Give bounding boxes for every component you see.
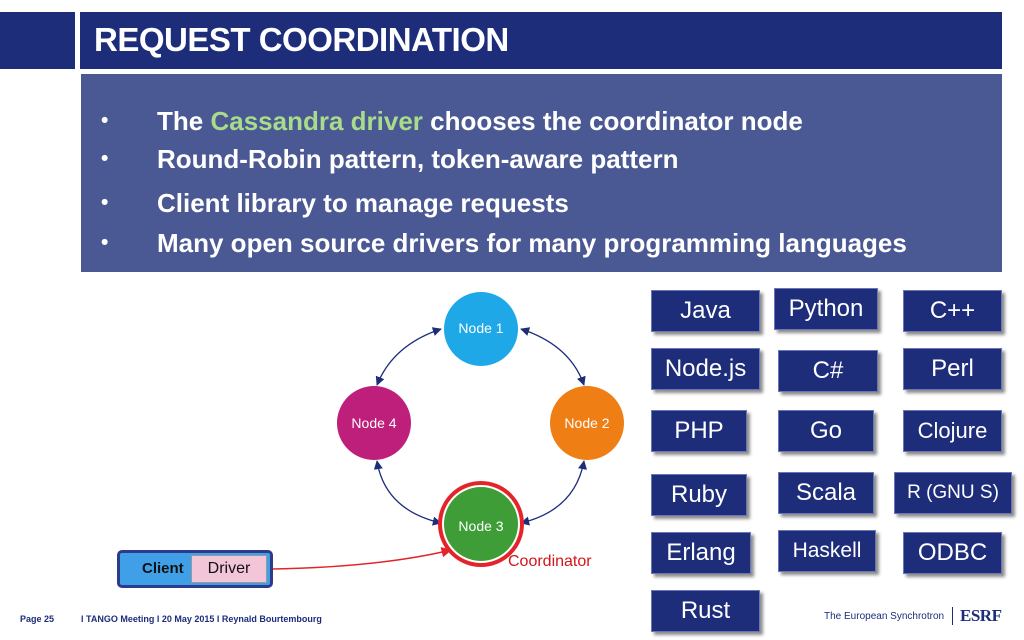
- lang-box-perl: Perl: [903, 348, 1002, 390]
- node-1-label: Node 1: [458, 320, 503, 336]
- slide-title: REQUEST COORDINATION: [94, 21, 509, 58]
- esrf-logo: ESRF: [960, 606, 1002, 625]
- bullet-item: • Round-Robin pattern, token-aware patte…: [81, 139, 1002, 179]
- footer-page-number: Page 25: [20, 614, 55, 624]
- lang-box-rust: Rust: [651, 590, 760, 632]
- lang-box-csharp: C#: [778, 350, 878, 392]
- node-4-circle: [337, 386, 411, 460]
- ring-arrow-1-2: [520, 327, 586, 386]
- coordinator-ring: [438, 481, 524, 567]
- lang-box-cpp: C++: [903, 290, 1002, 332]
- lang-box-nodejs: Node.js: [651, 348, 760, 390]
- header-square: [0, 12, 75, 69]
- driver-box: Driver: [191, 555, 267, 583]
- bullet-item: • The Cassandra driver chooses the coord…: [81, 101, 1002, 141]
- bullet-text: The Cassandra driver chooses the coordin…: [157, 106, 803, 136]
- node-3-label: Node 3: [458, 518, 503, 534]
- lang-box-ruby: Ruby: [651, 474, 747, 516]
- node-1-circle: [444, 292, 518, 366]
- bullet-text: Round-Robin pattern, token-aware pattern: [157, 144, 679, 174]
- lang-box-java: Java: [651, 290, 760, 332]
- ring-arrow-3-4: [373, 460, 442, 526]
- client-label: Client: [142, 560, 184, 577]
- title-bar: [80, 12, 1002, 69]
- footer-separator: [952, 607, 953, 625]
- lang-box-haskell: Haskell: [778, 530, 876, 572]
- node-2-circle: [550, 386, 624, 460]
- lang-box-php: PHP: [651, 410, 747, 452]
- bullet-dot: •: [101, 231, 109, 254]
- lang-box-erlang: Erlang: [651, 532, 751, 574]
- node-2-label: Node 2: [564, 415, 609, 431]
- bullet-box: • The Cassandra driver chooses the coord…: [81, 74, 1002, 272]
- lang-box-python: Python: [774, 288, 878, 330]
- ring-arrow-2-3: [520, 460, 587, 526]
- bullet-dot: •: [101, 191, 109, 214]
- client-coordinator-arrow: [272, 547, 453, 570]
- node-3-circle: [444, 487, 518, 561]
- ring-arrow-4-1: [375, 327, 442, 386]
- highlight-text: Cassandra driver: [210, 106, 423, 136]
- bullet-dot: •: [101, 109, 109, 132]
- bullet-item: • Many open source drivers for many prog…: [81, 223, 1002, 263]
- bullet-item: • Client library to manage requests: [81, 183, 1002, 223]
- node-4-label: Node 4: [351, 415, 396, 431]
- lang-box-clojure: Clojure: [903, 410, 1002, 452]
- bullet-dot: •: [101, 147, 109, 170]
- lang-box-scala: Scala: [778, 472, 874, 514]
- lang-box-go: Go: [778, 410, 874, 452]
- footer-meta: l TANGO Meeting l 20 May 2015 l Reynald …: [81, 614, 322, 624]
- footer-brand: The European Synchrotron: [824, 611, 945, 622]
- lang-box-r: R (GNU S): [894, 472, 1012, 514]
- lang-box-odbc: ODBC: [903, 532, 1002, 574]
- bullet-text: Client library to manage requests: [157, 188, 569, 218]
- bullet-text: Many open source drivers for many progra…: [157, 228, 907, 258]
- coordinator-label: Coordinator: [508, 553, 592, 570]
